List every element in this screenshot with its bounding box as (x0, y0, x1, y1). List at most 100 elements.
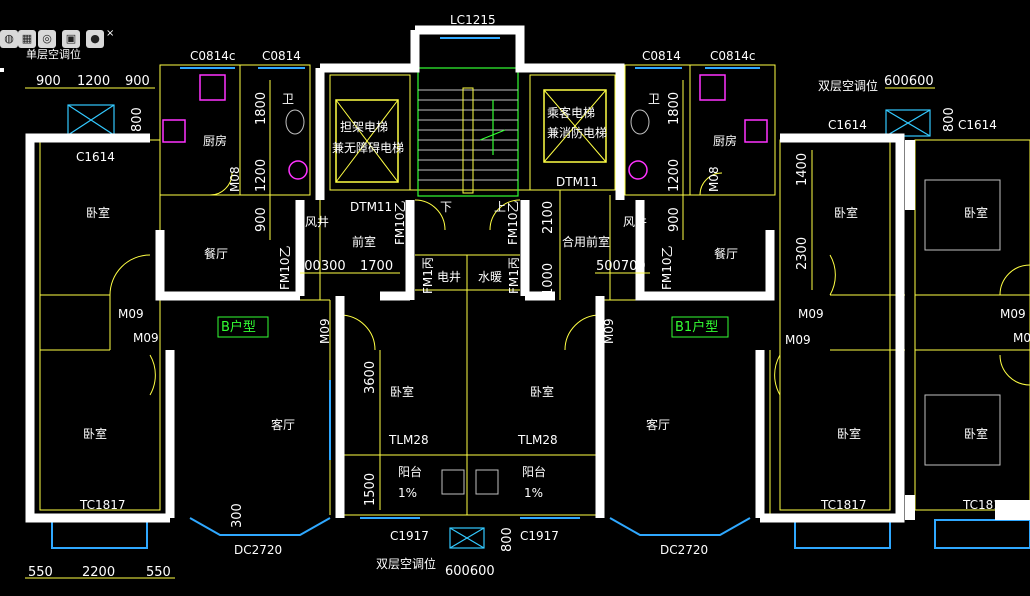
dim-900r: 900 (667, 207, 682, 232)
dim-2200: 2200 (82, 565, 115, 580)
balcony-right-label: 阳台 (522, 464, 546, 479)
door-tag-fm10z-far-l: FM10乙 (278, 245, 292, 290)
kitchen-left-label: 厨房 (203, 133, 227, 148)
shared-front-room-label: 合用前室 (562, 234, 610, 249)
dimension-lines (25, 80, 935, 579)
dim-1200r: 1200 (667, 159, 682, 192)
dining-right-label: 餐厅 (714, 246, 738, 261)
bedroom-lb-label: 卧室 (83, 426, 107, 441)
window-tag-c1614-left: C1614 (76, 150, 115, 164)
door-tag-m09-c: M09 (318, 318, 332, 344)
window-tag-lc1215: LC1215 (450, 13, 496, 27)
ac-position-top-label: 双层空调位 (818, 78, 878, 93)
door-tag-m09-e: M09 (798, 307, 824, 321)
door-tag-fm10z-r: FM10乙 (506, 200, 520, 245)
window-tag-tc1817-left: TC1817 (79, 498, 126, 512)
dim-550a: 550 (28, 565, 53, 580)
window-tag-tc1817-right-b: TC1817 (962, 498, 1009, 512)
window-tag-c0814-left: C0814 (262, 49, 301, 63)
door-tag-dtm11-left: DTM11 (350, 200, 392, 214)
door-tag-tlm28-left: TLM28 (388, 433, 429, 447)
balcony-left-label: 阳台 (398, 464, 422, 479)
dining-left-label: 餐厅 (204, 246, 228, 261)
window-tag-c0814c-right: C0814c (710, 49, 756, 63)
dim-600600-b: 600600 (445, 564, 495, 579)
front-room-label: 前室 (352, 234, 376, 249)
dim-2100: 2100 (541, 201, 556, 234)
dim-900b: 900 (125, 74, 150, 89)
orbit-icon[interactable]: ◎ (38, 30, 56, 48)
dim-1500: 1500 (363, 473, 378, 506)
dim-700300: 700300 (296, 259, 346, 274)
slope-right-label: 1% (524, 486, 543, 500)
door-tag-fm10z-far-r: FM10乙 (660, 245, 674, 290)
window-tag-c1614-right-a: C1614 (828, 118, 867, 132)
dim-1700: 1700 (360, 259, 393, 274)
door-tag-m08-right: M08 (707, 166, 721, 192)
dim-1200b: 1200 (254, 159, 269, 192)
view-toolbar: ◍ ▦ ◎ ▣ ● × 单层空调位 (0, 28, 116, 61)
grid-icon[interactable]: ▦ (18, 30, 36, 48)
elec-well-label: 电井 (437, 270, 461, 284)
door-tag-m09-d: M09 (602, 318, 616, 344)
dim-1200: 1200 (77, 74, 110, 89)
door-tag-fm10z-l: FM10乙 (393, 200, 407, 245)
door-tag-m09-a: M09 (118, 307, 144, 321)
window-tag-tc1817-right-a: TC1817 (820, 498, 867, 512)
bath-left-label: 卫 (282, 92, 294, 106)
dim-550b: 550 (146, 565, 171, 580)
room-labels: LC1215 C0814c C0814 C0814 C0814c C1614 C… (76, 13, 1030, 571)
living-left-label: 客厅 (271, 417, 295, 432)
window-tag-c1917-left: C1917 (390, 529, 429, 543)
door-tag-m09-b: M09 (133, 331, 159, 345)
stair-down-label: 下 (440, 200, 452, 214)
stair-up-label: 上 (494, 200, 506, 214)
dim-500700: 500700 (596, 259, 646, 274)
cube-icon[interactable]: ▣ (62, 30, 80, 48)
elevator-left-line2: 兼无障碍电梯 (332, 140, 404, 155)
dim-900c: 900 (254, 207, 269, 232)
dim-1800: 1800 (254, 92, 269, 125)
sphere-icon[interactable]: ● (86, 30, 104, 48)
close-icon[interactable]: × (106, 28, 115, 39)
ac-position-bottom-label: 双层空调位 (376, 556, 436, 571)
door-tag-m08-left: M08 (228, 166, 242, 192)
unit-type-b1-label: B1户型 (675, 319, 718, 335)
window-tag-c0814-right: C0814 (642, 49, 681, 63)
bedroom-center-right-label: 卧室 (530, 384, 554, 399)
bedroom-rt-label: 卧室 (834, 205, 858, 220)
dim-300: 300 (230, 503, 245, 528)
dim-800-b: 800 (500, 527, 515, 552)
bedroom-center-left-label: 卧室 (390, 384, 414, 399)
water-heat-label: 水暖 (478, 270, 502, 284)
elevator-right-line2: 兼消防电梯 (547, 125, 607, 140)
thin-linework (39, 64, 1030, 516)
shaft-left-label: 风井 (305, 215, 329, 229)
dim-1800r: 1800 (667, 92, 682, 125)
bedroom-lt-label: 卧室 (86, 205, 110, 220)
bedroom-far-rb-label: 卧室 (964, 426, 988, 441)
door-tag-dtm11-right: DTM11 (556, 175, 598, 189)
kitchen-right-label: 厨房 (713, 133, 737, 148)
window-tag-c1917-right: C1917 (520, 529, 559, 543)
dim-3600: 3600 (363, 361, 378, 394)
globe-icon[interactable]: ◍ (0, 30, 18, 48)
dim-600600-top: 600600 (884, 74, 934, 89)
window-tag-c0814c-left: C0814c (190, 49, 236, 63)
dim-900a: 900 (36, 74, 61, 89)
bedroom-far-rt-label: 卧室 (964, 205, 988, 220)
bath-right-label: 卫 (648, 92, 660, 106)
door-tag-fm1-r: FM1丙 (507, 257, 521, 294)
living-right-label: 客厅 (646, 417, 670, 432)
elevator-left-line1: 担架电梯 (340, 120, 388, 134)
toolbar-caption: 单层空调位 (26, 48, 81, 61)
dim-800-tl: 800 (130, 107, 145, 132)
window-tag-c1614-right-b: C1614 (958, 118, 997, 132)
shaft-right-label: 风井 (623, 215, 647, 229)
door-tag-m09-g: M09 (1000, 307, 1026, 321)
door-tag-dc2720-right: DC2720 (660, 543, 708, 557)
door-tag-fm1-l: FM1丙 (421, 257, 435, 294)
door-tag-m09-h: M0 (1013, 331, 1030, 345)
elevator-cars (335, 89, 607, 183)
